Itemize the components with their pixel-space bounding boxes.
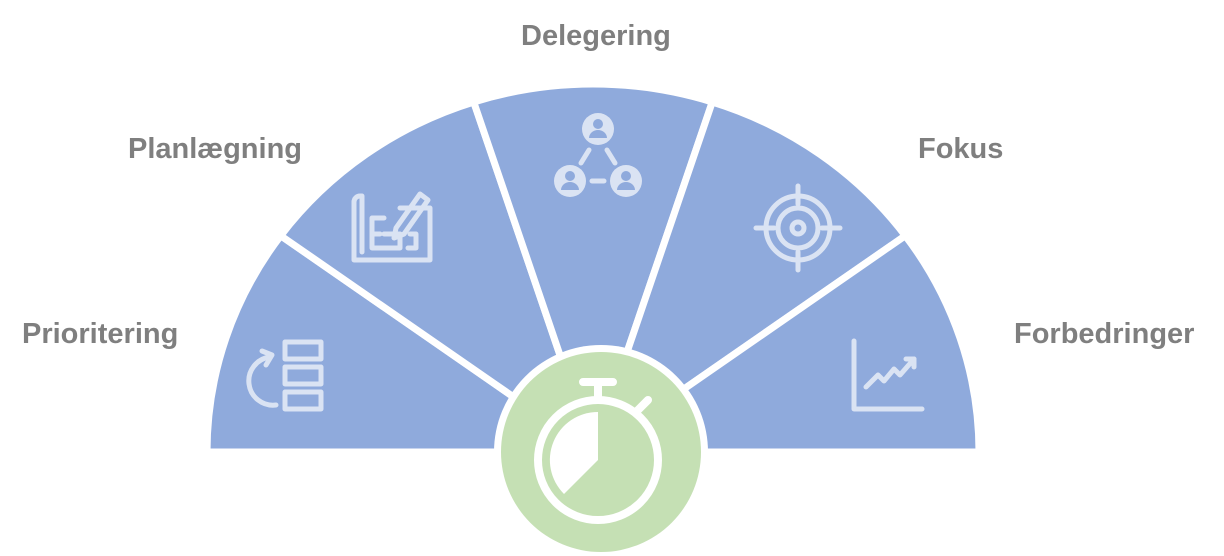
label-fokus: Fokus bbox=[918, 133, 1004, 165]
growth-chart-icon bbox=[851, 338, 925, 412]
label-delegering: Delegering bbox=[521, 20, 671, 52]
segment-3 bbox=[586, 97, 911, 461]
segment-1 bbox=[275, 97, 600, 461]
target-crosshair-icon bbox=[753, 183, 843, 273]
segment-0 bbox=[203, 230, 605, 456]
stopwatch-icon bbox=[534, 378, 662, 524]
label-planlaegning: Planlægning bbox=[128, 133, 302, 165]
label-prioritering: Prioritering bbox=[22, 318, 179, 350]
blueprint-pencil-icon bbox=[351, 191, 433, 263]
prioritize-list-icon bbox=[246, 339, 324, 412]
segment-2 bbox=[469, 80, 717, 463]
people-network-icon bbox=[554, 113, 642, 197]
label-forbedringer: Forbedringer bbox=[1014, 318, 1195, 350]
